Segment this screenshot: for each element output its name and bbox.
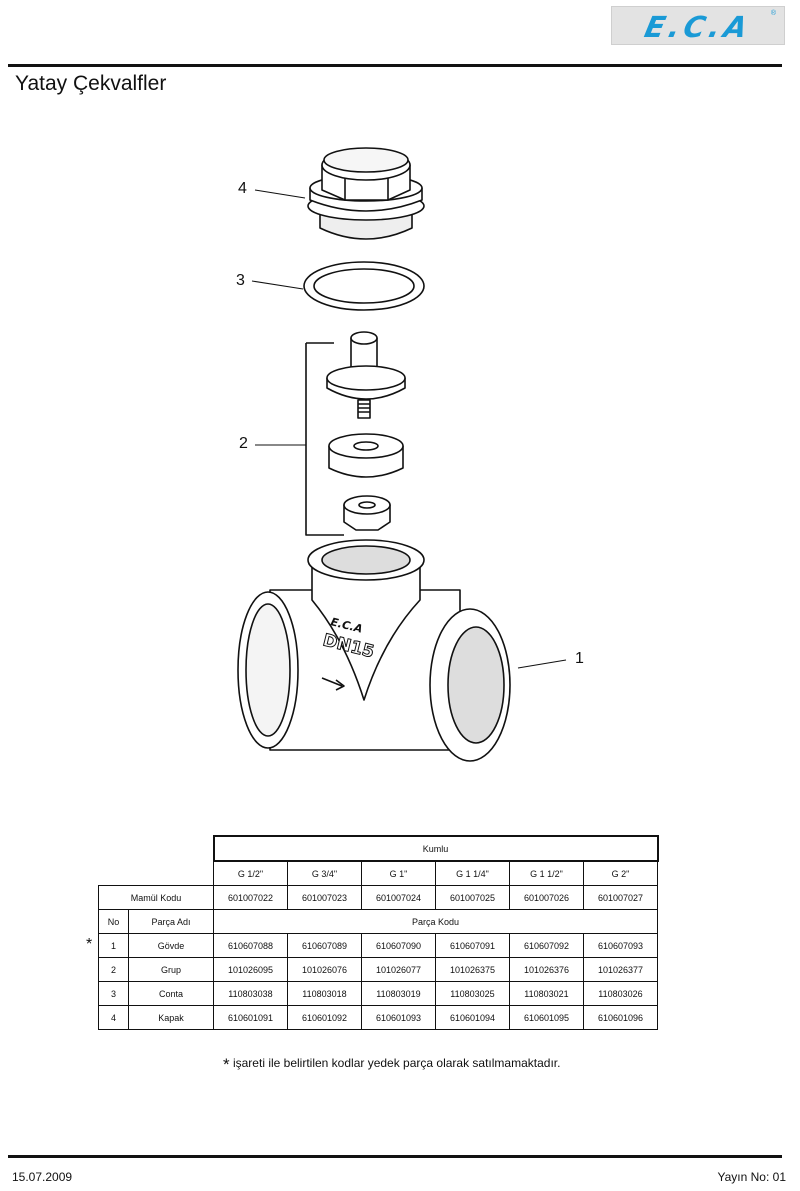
part-code: 610607093 bbox=[583, 933, 658, 958]
callout-3: 3 bbox=[236, 272, 245, 289]
row-part-name: Conta bbox=[128, 981, 214, 1006]
product-code: 601007025 bbox=[435, 885, 510, 910]
disc-group-part bbox=[305, 331, 406, 536]
part-code: 101026377 bbox=[583, 957, 658, 982]
row-part-name: Kapak bbox=[128, 1005, 214, 1030]
spare-part-marker: * bbox=[86, 936, 93, 953]
part-code: 110803025 bbox=[435, 981, 510, 1006]
part-code: 101026095 bbox=[213, 957, 288, 982]
product-code: 601007027 bbox=[583, 885, 658, 910]
valve-body-part bbox=[237, 539, 511, 762]
product-code-label: Mamül Kodu bbox=[98, 885, 214, 910]
callout-1: 1 bbox=[575, 650, 584, 667]
product-code: 601007022 bbox=[213, 885, 288, 910]
header-rule bbox=[8, 64, 782, 67]
table-row: 1 Gövde 610607088 610607089 610607090 61… bbox=[98, 933, 658, 958]
part-code: 610601096 bbox=[583, 1005, 658, 1030]
table-row: 2 Grup 101026095 101026076 101026077 101… bbox=[98, 957, 658, 982]
group-header: Kumlu bbox=[212, 835, 659, 862]
valve-exploded-drawing: E.C.A DN15 bbox=[237, 147, 567, 762]
part-code: 110803026 bbox=[583, 981, 658, 1006]
size-header: G 3/4" bbox=[287, 860, 362, 886]
parts-table: Kumlu G 1/2" G 3/4" G 1" G 1 1/4" G 1 1/… bbox=[98, 835, 659, 1030]
size-header: G 1 1/4" bbox=[435, 860, 510, 886]
part-code: 610601093 bbox=[361, 1005, 436, 1030]
part-code: 610607089 bbox=[287, 933, 362, 958]
part-code: 101026376 bbox=[509, 957, 584, 982]
part-code: 610601092 bbox=[287, 1005, 362, 1030]
part-code: 610607092 bbox=[509, 933, 584, 958]
product-code: 601007026 bbox=[509, 885, 584, 910]
part-code: 610601095 bbox=[509, 1005, 584, 1030]
part-name-header: Parça Adı bbox=[128, 909, 214, 934]
product-code: 601007023 bbox=[287, 885, 362, 910]
part-code: 610601094 bbox=[435, 1005, 510, 1030]
brand-logo: E.C.A ® bbox=[611, 6, 785, 45]
size-header: G 2" bbox=[583, 860, 658, 886]
size-header: G 1" bbox=[361, 860, 436, 886]
issue-number: Yayın No: 01 bbox=[717, 1170, 786, 1184]
part-code: 101026375 bbox=[435, 957, 510, 982]
part-code: 610607091 bbox=[435, 933, 510, 958]
part-code: 610607090 bbox=[361, 933, 436, 958]
product-code: 601007024 bbox=[361, 885, 436, 910]
part-code: 110803021 bbox=[509, 981, 584, 1006]
row-part-name: Gövde bbox=[128, 933, 214, 958]
part-code: 101026077 bbox=[361, 957, 436, 982]
page-title: Yatay Çekvalfler bbox=[15, 72, 167, 95]
table-row: 3 Conta 110803038 110803018 110803019 11… bbox=[98, 981, 658, 1006]
size-header: G 1/2" bbox=[213, 860, 288, 886]
note-text: işareti ile belirtilen kodlar yedek parç… bbox=[232, 1056, 561, 1070]
gasket-part bbox=[303, 261, 425, 311]
part-code-header: Parça Kodu bbox=[213, 909, 658, 934]
publication-date: 15.07.2009 bbox=[12, 1170, 73, 1184]
part-code: 110803018 bbox=[287, 981, 362, 1006]
row-no: 2 bbox=[98, 957, 129, 982]
cap-part bbox=[307, 147, 425, 240]
part-code: 110803038 bbox=[213, 981, 288, 1006]
part-code: 101026076 bbox=[287, 957, 362, 982]
row-part-name: Grup bbox=[128, 957, 214, 982]
row-no: 1 bbox=[98, 933, 129, 958]
no-header: No bbox=[98, 909, 129, 934]
callout-2: 2 bbox=[239, 435, 248, 452]
part-code: 610601091 bbox=[213, 1005, 288, 1030]
note-asterisk: * bbox=[223, 1055, 230, 1074]
row-no: 3 bbox=[98, 981, 129, 1006]
row-no: 4 bbox=[98, 1005, 129, 1030]
registered-mark: ® bbox=[770, 10, 776, 17]
footer-rule bbox=[8, 1155, 782, 1158]
size-header: G 1 1/2" bbox=[509, 860, 584, 886]
callout-4: 4 bbox=[238, 180, 247, 197]
table-row: 4 Kapak 610601091 610601092 610601093 61… bbox=[98, 1005, 658, 1030]
spare-part-note: * işareti ile belirtilen kodlar yedek pa… bbox=[223, 1052, 561, 1074]
part-code: 110803019 bbox=[361, 981, 436, 1006]
part-code: 610607088 bbox=[213, 933, 288, 958]
